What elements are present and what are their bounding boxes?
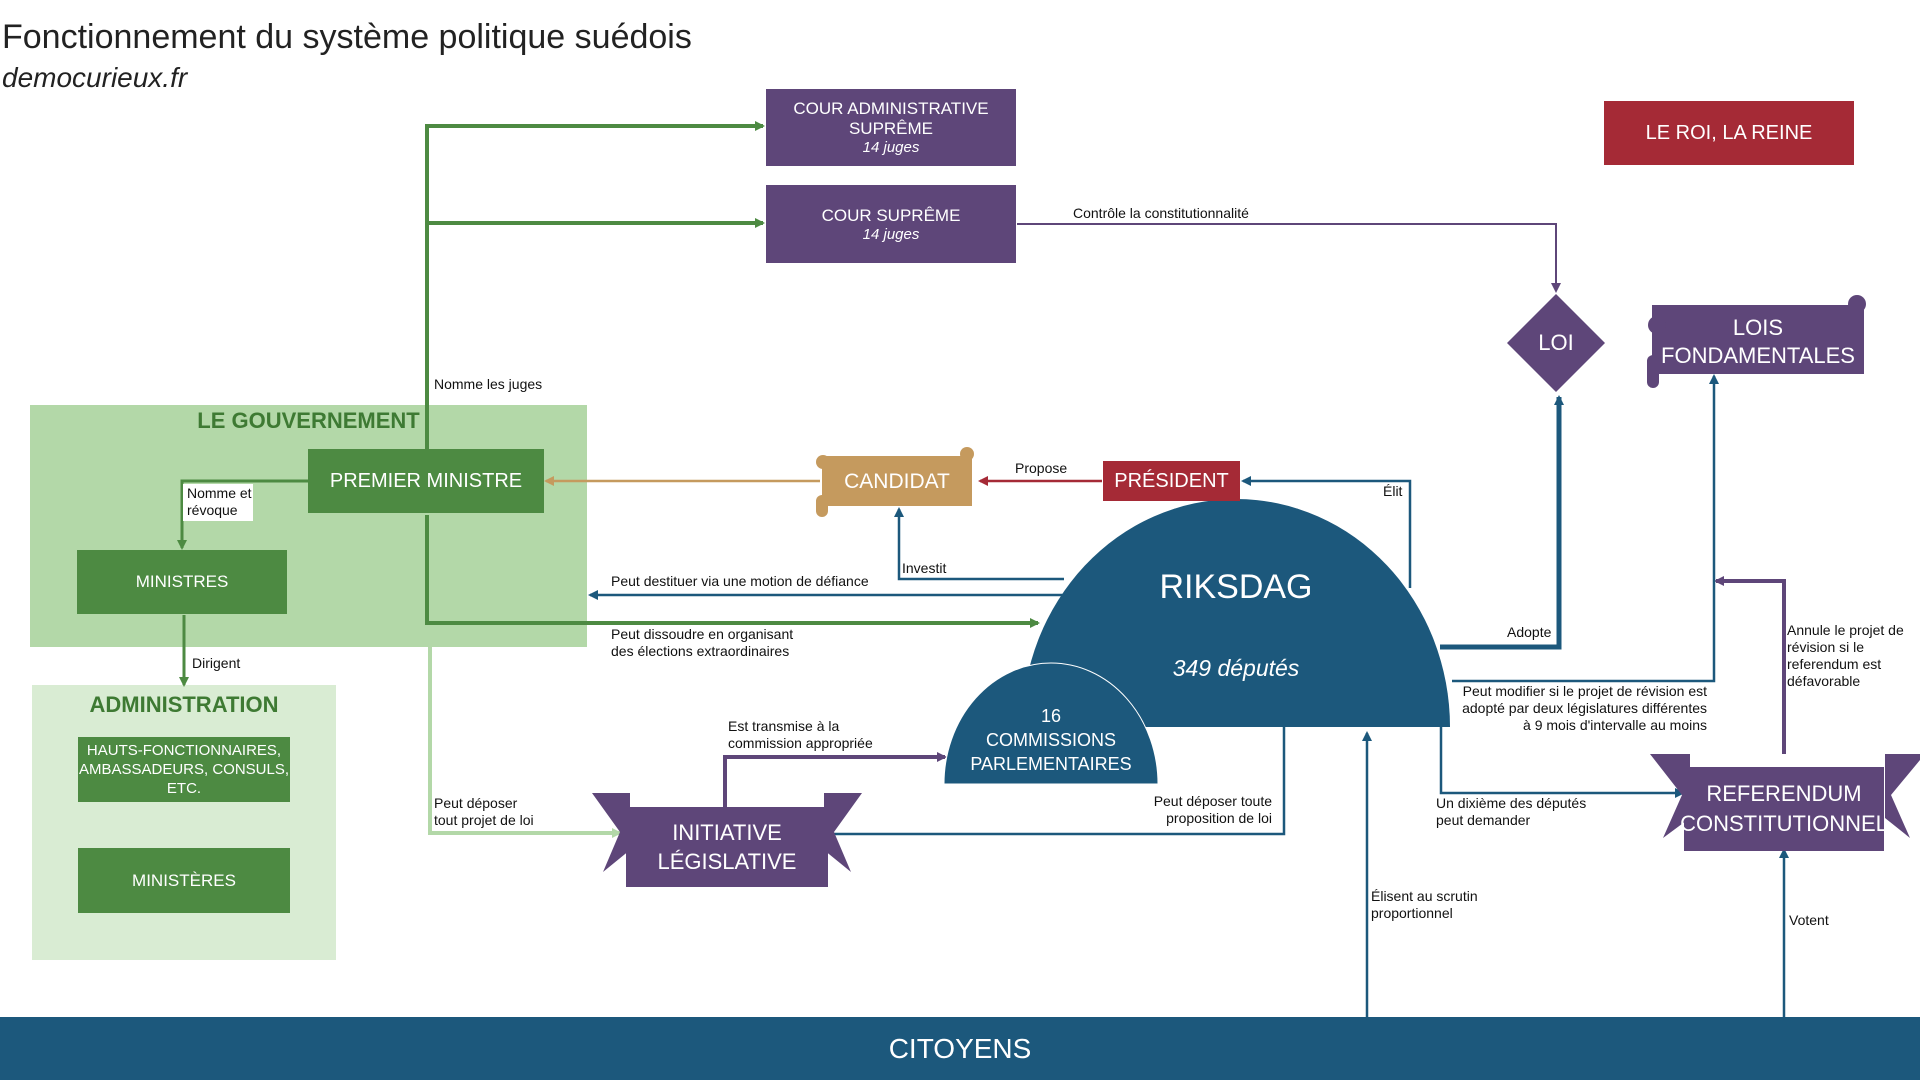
- administration-panel: [32, 685, 336, 960]
- cour-administrative-line2: SUPRÊME: [848, 119, 934, 138]
- label-dixieme-line1: Un dixième des députés: [1436, 795, 1587, 811]
- edge-modifier: [1452, 374, 1719, 683]
- president-label: PRÉSIDENT: [1114, 469, 1229, 492]
- edge-dixieme: [1439, 727, 1685, 798]
- label-elisent: Élisent au scrutin proportionnel: [1371, 888, 1478, 922]
- roi-reine-label: LE ROI, LA REINE: [1645, 121, 1813, 144]
- label-transmise: Est transmise à la commission appropriée: [728, 718, 873, 752]
- label-deposer-gov: Peut déposer tout projet de loi: [434, 795, 534, 829]
- label-dixieme: Un dixième des députés peut demander: [1436, 795, 1586, 829]
- label-dixieme-line2: peut demander: [1436, 812, 1531, 828]
- label-dissoudre-line1: Peut dissoudre en organisant: [611, 626, 794, 642]
- label-dissoudre: Peut dissoudre en organisant des électio…: [611, 626, 793, 660]
- label-nomme-revoque-line2: révoque: [187, 502, 238, 518]
- edge-annule: [1714, 576, 1786, 754]
- commissions-node: [943, 662, 1159, 785]
- ministres-box[interactable]: MINISTRES: [77, 550, 287, 614]
- hauts-fonctionnaires-line3: ETC.: [166, 780, 202, 797]
- label-dirigent: Dirigent: [192, 655, 241, 671]
- edge-elit: [1241, 476, 1412, 588]
- label-annule-line3: referendum est: [1787, 656, 1882, 672]
- label-modifier-line1: Peut modifier si le projet de révision e…: [1462, 683, 1707, 699]
- administration-title: ADMINISTRATION: [89, 692, 279, 717]
- edge-transmise: [723, 752, 947, 815]
- gouvernement-title: LE GOUVERNEMENT: [197, 408, 420, 433]
- premier-ministre-label: PREMIER MINISTRE: [329, 469, 523, 492]
- label-deposer-riks-line2: proposition de loi: [1166, 810, 1272, 826]
- label-dissoudre-line2: des élections extraordinaires: [611, 643, 790, 659]
- initiative-node: [592, 793, 862, 887]
- label-annule-line2: révision si le: [1787, 639, 1865, 655]
- label-elit: Élit: [1383, 483, 1403, 499]
- label-votent: Votent: [1789, 912, 1829, 928]
- loi-node: [1507, 294, 1605, 392]
- hauts-fonctionnaires-box[interactable]: HAUTS-FONCTIONNAIRES, AMBASSADEURS, CONS…: [78, 737, 290, 802]
- premier-ministre-box[interactable]: PREMIER MINISTRE: [308, 449, 544, 513]
- label-deposer-gov-line1: Peut déposer: [434, 795, 518, 811]
- label-annule-line1: Annule le projet de: [1787, 622, 1904, 638]
- label-investit: Investit: [902, 560, 947, 576]
- cour-administrative-box[interactable]: COUR ADMINISTRATIVE SUPRÊME 14 juges: [766, 89, 1016, 166]
- cour-supreme-line1: COUR SUPRÊME: [821, 205, 961, 225]
- label-modifier-line2: adopté par deux législatures différentes: [1462, 700, 1707, 716]
- label-elisent-line1: Élisent au scrutin: [1371, 888, 1478, 904]
- label-deposer-riks-line1: Peut déposer toute: [1153, 793, 1272, 809]
- lois-fondamentales-node: [1647, 295, 1866, 388]
- label-elisent-line2: proportionnel: [1371, 905, 1453, 921]
- hauts-fonctionnaires-line1: HAUTS-FONCTIONNAIRES,: [86, 742, 282, 759]
- ministeres-label: MINISTÈRES: [132, 870, 236, 890]
- riksdag-node: [1022, 499, 1450, 727]
- edge-gov-deposer: [428, 647, 622, 838]
- roi-reine-box[interactable]: LE ROI, LA REINE: [1604, 101, 1854, 165]
- label-adopte: Adopte: [1507, 624, 1552, 640]
- label-transmise-line1: Est transmise à la: [728, 718, 840, 734]
- edge-deposer-riks: [824, 727, 1286, 839]
- referendum-node: [1650, 754, 1920, 851]
- label-deposer-gov-line2: tout projet de loi: [434, 812, 534, 828]
- hauts-fonctionnaires-line2: AMBASSADEURS, CONSULS,: [78, 761, 290, 778]
- cour-supreme-juges: 14 juges: [862, 225, 920, 243]
- label-controle: Contrôle la constitutionnalité: [1073, 205, 1249, 221]
- edge-nomme-cour-admin: [425, 121, 765, 455]
- edge-adopte: [1440, 395, 1564, 650]
- president-box[interactable]: PRÉSIDENT: [1103, 461, 1240, 501]
- label-modifier-line3: à 9 mois d'intervalle au moins: [1523, 717, 1707, 733]
- source-credit: democurieux.fr: [2, 62, 188, 93]
- cour-administrative-line1: COUR ADMINISTRATIVE: [793, 99, 989, 118]
- edge-investit: [894, 507, 1064, 581]
- edge-controle: [1017, 223, 1561, 293]
- edge-dissoudre: [425, 515, 1040, 628]
- label-nomme-revoque-line1: Nomme et: [187, 485, 252, 501]
- label-deposer-riks: Peut déposer toute proposition de loi: [1080, 793, 1272, 827]
- label-propose: Propose: [1015, 460, 1068, 476]
- citoyens-bar: [0, 1017, 1920, 1080]
- label-annule: Annule le projet de révision si le refer…: [1787, 622, 1904, 690]
- label-destituer: Peut destituer via une motion de défianc…: [611, 573, 869, 589]
- label-nomme-juges: Nomme les juges: [434, 376, 543, 392]
- label-modifier: Peut modifier si le projet de révision e…: [1407, 683, 1707, 734]
- cour-administrative-juges: 14 juges: [862, 139, 920, 156]
- label-annule-line4: défavorable: [1787, 673, 1861, 689]
- candidat-node: [816, 447, 974, 517]
- label-nomme-revoque: Nomme et révoque: [183, 484, 253, 521]
- ministres-label: MINISTRES: [135, 572, 229, 591]
- edge-nomme-ministres: [177, 479, 308, 550]
- cour-supreme-box[interactable]: COUR SUPRÊME 14 juges: [766, 185, 1016, 263]
- ministeres-box[interactable]: MINISTÈRES: [78, 848, 290, 913]
- page-title: Fonctionnement du système politique suéd…: [2, 18, 692, 56]
- label-transmise-line2: commission appropriée: [728, 735, 873, 751]
